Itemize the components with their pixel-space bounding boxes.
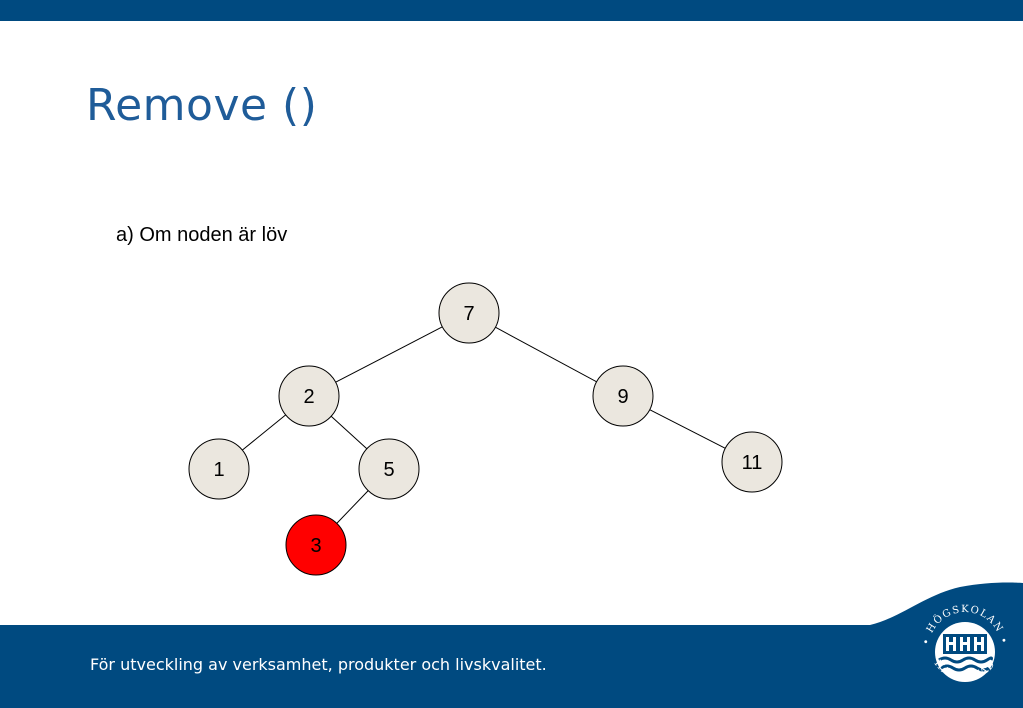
footer-slogan: För utveckling av verksamhet, produkter …	[90, 655, 547, 674]
tree-node-5: 5	[358, 438, 420, 500]
tree-edge-n2-n1	[241, 414, 287, 451]
tree-edge-n2-n5	[330, 415, 368, 450]
tree-node-2: 2	[278, 365, 340, 427]
tree-node-label: 11	[742, 452, 763, 474]
hogskolan-halmstad-logo-icon: • HÖGSKOLAN • HALMSTAD	[921, 604, 1007, 684]
tree-node-7: 7	[438, 282, 500, 344]
top-bar	[0, 0, 1023, 21]
tree-node-circle	[285, 514, 347, 576]
tree-node-label: 7	[463, 303, 474, 325]
tree-node-label: 5	[383, 459, 394, 481]
slide-subtitle: a) Om noden är löv	[116, 224, 288, 246]
tree-node-11: 11	[721, 431, 783, 493]
tree-node-3: 3	[285, 514, 347, 576]
tree-node-9: 9	[592, 365, 654, 427]
tree-node-circle	[188, 438, 250, 500]
tree-node-label: 1	[213, 459, 224, 481]
tree-node-label: 9	[617, 386, 628, 408]
slide-title: Remove ()	[86, 80, 318, 131]
tree-node-circle	[721, 431, 783, 493]
tree-edge-n7-n9	[495, 326, 597, 383]
tree-edge-n9-n11	[649, 409, 726, 449]
tree-node-1: 1	[188, 438, 250, 500]
tree-node-circle	[592, 365, 654, 427]
tree-node-circle	[358, 438, 420, 500]
tree-node-circle	[278, 365, 340, 427]
tree-node-label: 2	[303, 386, 314, 408]
tree-edge-n7-n2	[335, 326, 443, 383]
tree-edge-n5-n3	[336, 490, 369, 524]
tree-node-circle	[438, 282, 500, 344]
tree-node-label: 3	[310, 535, 321, 557]
